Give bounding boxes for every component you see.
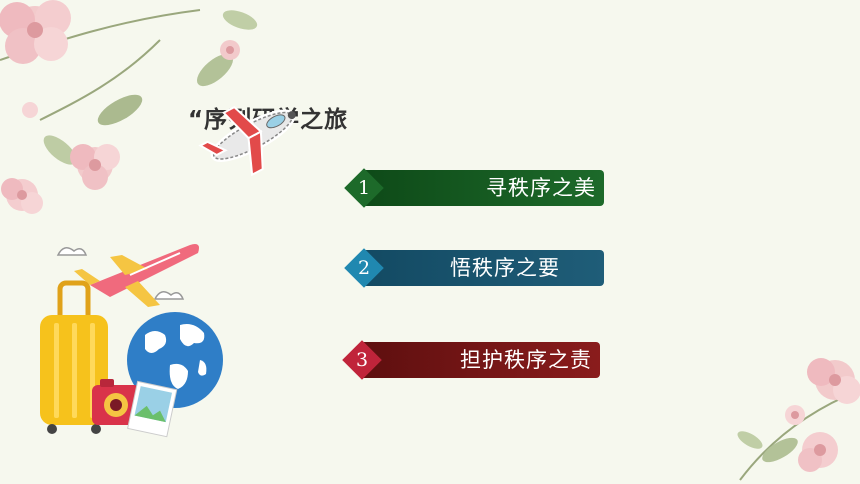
menu-item-label: 悟秩序之要 bbox=[450, 256, 560, 280]
menu-item-number: 1 bbox=[357, 177, 371, 199]
menu-item-1[interactable]: 1 寻秩序之美 bbox=[344, 168, 604, 208]
menu-item-2[interactable]: 2 悟秩序之要 bbox=[344, 248, 604, 288]
airplane-icon bbox=[74, 244, 199, 307]
flower-decoration-bottom-right bbox=[737, 358, 860, 481]
menu-item-bar bbox=[364, 170, 604, 206]
camera-icon bbox=[92, 379, 140, 425]
menu-item-number: 2 bbox=[357, 257, 371, 279]
menu-item-bar bbox=[364, 250, 604, 286]
cloud-icon bbox=[56, 247, 185, 300]
menu-item-3[interactable]: 3 担护秩序之责 bbox=[342, 340, 600, 380]
menu-item-label: 寻秩序之美 bbox=[486, 176, 596, 200]
airplane-sticker-icon bbox=[198, 105, 296, 177]
menu-item-number: 3 bbox=[355, 349, 369, 371]
menu-item-bar bbox=[362, 342, 600, 378]
photo-icon bbox=[127, 380, 178, 438]
suitcase-icon bbox=[40, 280, 108, 434]
travel-illustration bbox=[40, 244, 223, 438]
flower-decoration-top-left bbox=[0, 0, 258, 214]
menu-item-label: 担护秩序之责 bbox=[460, 348, 592, 372]
